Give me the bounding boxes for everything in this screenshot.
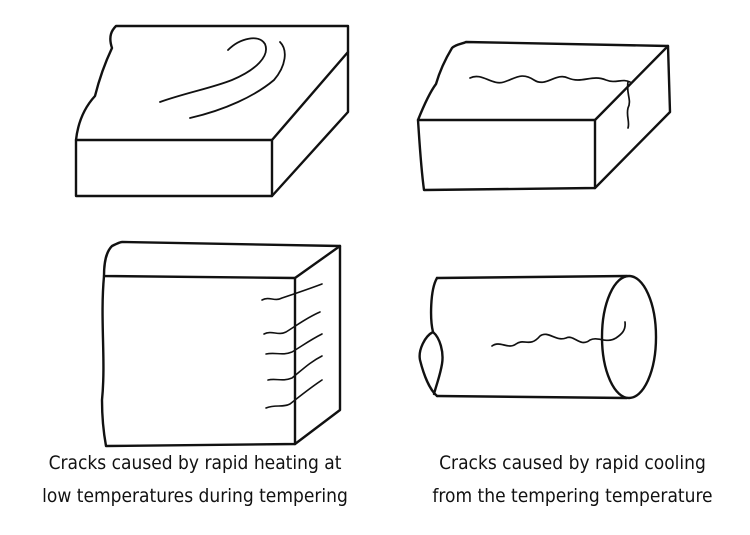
slab1-front-face (74, 138, 274, 198)
side-crack-4 (267, 355, 323, 381)
side-crack (626, 81, 631, 129)
side-crack-3 (265, 333, 323, 355)
cylinder-wavy-crack (491, 321, 626, 347)
slab2-front-face (416, 118, 597, 192)
side-crack-2 (263, 311, 321, 335)
caption-cooling: Cracks caused by rapid cooling from the … (395, 452, 750, 518)
block-front-face (100, 274, 297, 448)
caption-cooling-line2: from the tempering temperature (432, 485, 713, 507)
surface-crack-outer (159, 37, 267, 103)
cylinder-end-face (600, 274, 658, 400)
slab-top-crack-figure (416, 40, 672, 192)
cylinder-body (435, 274, 629, 400)
slab2-side-face (593, 44, 672, 190)
block-side-cracks-figure (100, 240, 342, 448)
caption-heating-line1: Cracks caused by rapid heating at (48, 452, 342, 474)
side-crack-1 (261, 283, 323, 301)
surface-crack-inner (189, 41, 286, 119)
slab1-side-face (270, 50, 350, 198)
cylinder-left-end (418, 276, 439, 398)
block-top-face (102, 240, 342, 280)
caption-heating: Cracks caused by rapid heating at low te… (20, 452, 370, 518)
slab2-outline (416, 40, 670, 122)
top-wavy-crack (469, 75, 631, 84)
cylinder-left-cap (431, 330, 444, 396)
side-crack-5 (265, 379, 323, 409)
side-cracks (261, 283, 323, 409)
block-side-face (293, 244, 342, 446)
cylinder-crack-figure (418, 274, 658, 400)
slab1-outline (74, 24, 350, 142)
slab-surface-crack-figure (74, 24, 350, 198)
caption-cooling-line1: Cracks caused by rapid cooling (439, 452, 706, 474)
caption-heating-line2: low temperatures during tempering (42, 485, 348, 507)
